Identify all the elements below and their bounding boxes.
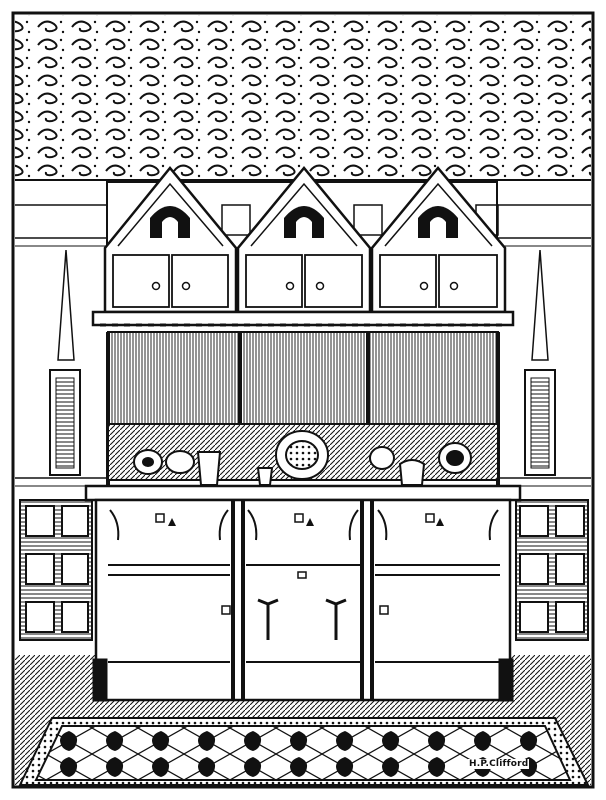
crockery-display (133, 430, 472, 486)
plate-rack (107, 331, 499, 425)
upper-cupboard-doors (112, 254, 498, 308)
wall-hanging-left (49, 249, 81, 476)
center-door-handles (257, 598, 347, 640)
dresser-cornice (91, 310, 515, 327)
wall-hanging-right (524, 249, 556, 476)
lower-cabinet (94, 498, 512, 702)
artist-signature: H.P.Clifford (468, 759, 530, 769)
ceiling-pattern (15, 15, 591, 180)
patterned-rug (18, 717, 590, 786)
dado-panels-left (19, 499, 93, 641)
cabinet-hardware (155, 513, 435, 615)
dado-panels-right (515, 499, 589, 641)
dresser-countertop (84, 484, 522, 502)
